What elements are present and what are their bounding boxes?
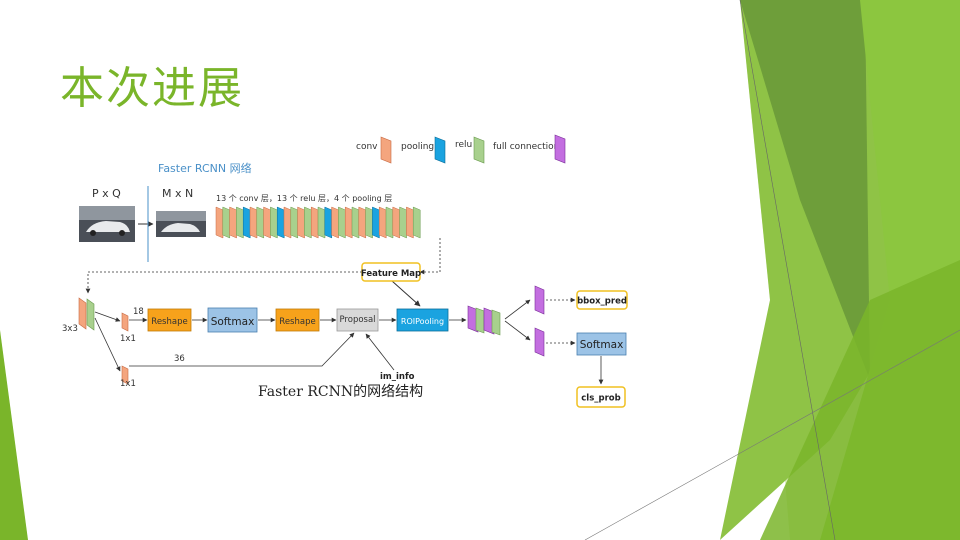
figure-caption: Faster RCNN的网络结构 — [258, 384, 424, 400]
im-info-label: im_info — [380, 372, 415, 382]
cls-prob-label: cls_prob — [581, 394, 620, 404]
fc-to-bbox-arrow — [504, 299, 531, 320]
relu-layer — [351, 206, 360, 239]
featuremap-to-roipool-arrow — [391, 280, 421, 307]
pooling-layer — [372, 206, 380, 239]
roipooling-node — [396, 308, 449, 332]
fc-to-cls-arrow — [504, 320, 531, 341]
conv-layer — [344, 206, 353, 239]
rpn-3x3-conv — [78, 297, 87, 330]
conv-layer — [358, 206, 367, 239]
pooling-layer — [242, 206, 251, 239]
channels-18-label: 18 — [133, 307, 144, 317]
conv-layer — [406, 206, 414, 239]
legend-fc-swatch — [554, 134, 566, 164]
channels-36-label: 36 — [174, 354, 185, 364]
legend-relu-label: relu — [455, 140, 472, 150]
relu-layer — [222, 206, 231, 239]
rpn-3x3-relu — [86, 298, 95, 331]
bbox-fc-layer — [534, 285, 545, 315]
conv-layer — [310, 206, 319, 239]
input-image — [79, 206, 135, 242]
deco-line-2 — [584, 329, 960, 540]
bbox-pred-label: bbox_pred — [577, 297, 627, 307]
softmax2-label: Softmax — [580, 339, 624, 351]
reg-1x1-conv — [121, 365, 129, 385]
softmax1-label: Softmax — [211, 316, 255, 328]
conv-layer — [229, 206, 237, 239]
deco-line-1 — [739, 0, 836, 540]
conv-layer — [215, 206, 224, 239]
fc1-layer — [467, 305, 479, 333]
stack-to-featuremap-line — [419, 238, 441, 275]
legend-pooling-swatch — [434, 136, 446, 164]
proposal-node — [336, 308, 379, 332]
cls-1x1-conv — [121, 312, 129, 332]
kernel-3x3-label: 3x3 — [62, 324, 78, 334]
deco-left-green — [0, 330, 28, 540]
iminfo-to-proposal-arrow — [365, 333, 395, 371]
pooling-layer — [324, 206, 333, 239]
reshape1-node — [147, 308, 192, 332]
conv-layer — [249, 206, 258, 239]
relu-layer — [338, 206, 346, 239]
cls-prob-node — [576, 386, 626, 408]
slide-title: 本次进展 — [60, 63, 244, 114]
resized-image — [156, 211, 206, 237]
legend-fc-label: full connection — [493, 142, 559, 152]
relu-layer — [317, 206, 326, 239]
reshape2-node — [275, 308, 320, 332]
legend-relu-swatch — [473, 136, 485, 164]
fc1-relu — [475, 307, 485, 334]
input-size-label: P x Q — [92, 187, 121, 200]
conv-layer — [283, 206, 292, 239]
conv-layer — [331, 206, 339, 239]
conv-layer — [263, 206, 271, 239]
relu-layer — [270, 206, 278, 239]
layers-description: 13 个 conv 层，13 个 relu 层，4 个 pooling 层 — [216, 194, 392, 203]
relu-layer — [304, 206, 312, 239]
kernel-1x1-top-label: 1x1 — [120, 334, 136, 344]
relu-layer — [290, 206, 299, 239]
rpn-to-cls-arrow — [94, 311, 121, 322]
legend-pooling-label: pooling — [401, 142, 434, 152]
conv-layer — [297, 206, 305, 239]
reshape1-label: Reshape — [151, 317, 187, 327]
relu-layer — [236, 206, 244, 239]
reg-to-proposal-line — [129, 332, 355, 367]
deco-right-green2 — [760, 260, 960, 540]
relu-layer — [256, 206, 265, 239]
fc2-relu — [491, 309, 501, 336]
feature-map-node — [361, 262, 421, 282]
bbox-pred-node — [576, 290, 628, 310]
legend-conv-swatch — [380, 136, 392, 164]
featuremap-to-rpn-line — [85, 271, 362, 294]
deco-right-dark — [740, 0, 870, 380]
softmax2-node — [576, 332, 627, 356]
legend-conv-label: conv — [356, 142, 378, 152]
reshape2-label: Reshape — [279, 317, 315, 327]
rpn-to-reg-arrow — [94, 317, 121, 372]
resized-size-label: M x N — [162, 187, 193, 200]
fc2-layer — [483, 307, 495, 335]
backbone-layer-stack — [215, 206, 421, 239]
roipooling-label: ROIPooling — [401, 317, 444, 326]
network-title: Faster RCNN 网络 — [158, 161, 252, 175]
kernel-1x1-bottom-label: 1x1 — [120, 379, 136, 389]
relu-layer — [399, 206, 407, 239]
softmax1-node — [207, 307, 258, 333]
conv-layer — [378, 206, 387, 239]
pooling-layer — [276, 206, 285, 239]
feature-map-label: Feature Map — [361, 269, 421, 279]
conv-layer — [392, 206, 401, 239]
relu-layer — [412, 206, 421, 239]
cls-fc-layer — [534, 327, 545, 357]
relu-layer — [385, 206, 394, 239]
relu-layer — [365, 206, 373, 239]
proposal-label: Proposal — [339, 315, 375, 325]
